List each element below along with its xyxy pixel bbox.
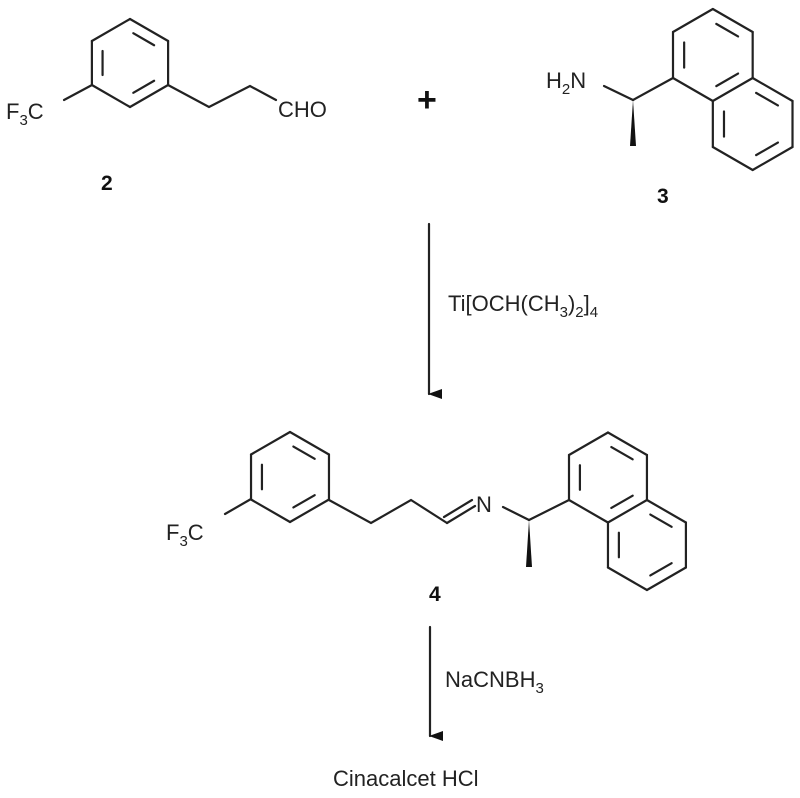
ring-bond <box>751 76 794 103</box>
imine-double-bond-b <box>442 498 474 519</box>
compound-label-2: 2 <box>101 172 113 195</box>
wedge-bond <box>526 520 532 567</box>
imine-nitrogen: N <box>476 492 492 517</box>
ring-bond <box>711 7 754 34</box>
propyl-chain <box>166 83 278 109</box>
ring-bond <box>711 145 754 172</box>
ring-double-bond <box>292 494 316 509</box>
reagent-1: Ti[OCH(CH3)2]4 <box>448 291 598 321</box>
cf3-bond <box>223 497 253 516</box>
ring-double-bond <box>292 445 316 460</box>
ring-bond <box>606 431 649 457</box>
ring-double-bond <box>755 91 780 107</box>
cf3-group: F3C <box>6 99 44 129</box>
plus-sign: + <box>417 81 437 119</box>
c-naphthyl-bond <box>527 498 571 522</box>
wedge-bond <box>630 100 636 146</box>
ring-bond <box>567 431 610 457</box>
ring-bond <box>288 498 331 524</box>
amine-group: H2N <box>546 68 586 98</box>
ring-double-bond <box>715 72 740 88</box>
n-c-bond <box>602 84 635 102</box>
compound-label-3: 3 <box>657 185 669 208</box>
ring-double-bond <box>610 494 634 510</box>
ring-bond <box>249 430 292 456</box>
compound-3: H2N 3 <box>546 7 794 208</box>
propyl-chain <box>327 498 449 525</box>
ring-double-bond <box>715 22 740 38</box>
reagent-2: NaCNBH3 <box>445 667 544 697</box>
ring-bond <box>606 498 649 524</box>
ring-bond <box>128 17 170 43</box>
ring-bond <box>645 566 688 592</box>
ring-bond <box>288 430 331 456</box>
cf3-group: F3C <box>166 520 204 550</box>
c-naphthyl-bond <box>631 76 675 102</box>
ring-double-bond <box>610 445 634 461</box>
ring-bond <box>90 17 132 43</box>
ring-bond <box>249 498 292 524</box>
ring-bond <box>645 498 688 524</box>
ring-double-bond <box>132 79 156 94</box>
naphthalene <box>671 7 794 172</box>
compound-4: F3C N 4 <box>166 430 688 606</box>
ring-bond <box>671 7 714 34</box>
ring-bond <box>711 76 754 103</box>
ring-double-bond <box>649 562 673 577</box>
ring-double-bond <box>132 32 156 47</box>
ring-bond <box>671 76 714 103</box>
n-c-bond <box>501 505 531 522</box>
benzene-ring <box>249 430 331 524</box>
imine-double-bond-a <box>445 504 477 525</box>
compound-2: F3C CHO 2 <box>6 17 327 195</box>
aldehyde-group: CHO <box>278 97 327 122</box>
cf3-bond <box>62 83 94 102</box>
ring-double-bond <box>649 513 673 528</box>
ring-bond <box>606 566 649 592</box>
compound-label-4: 4 <box>429 583 441 606</box>
ring-bond <box>567 498 610 524</box>
benzene-ring <box>90 17 170 109</box>
product-name: Cinacalcet HCl <box>333 766 479 791</box>
ring-bond <box>128 83 170 109</box>
ring-bond <box>90 83 132 109</box>
naphthalene <box>567 431 688 592</box>
ring-bond <box>751 145 794 172</box>
ring-double-bond <box>755 141 780 157</box>
